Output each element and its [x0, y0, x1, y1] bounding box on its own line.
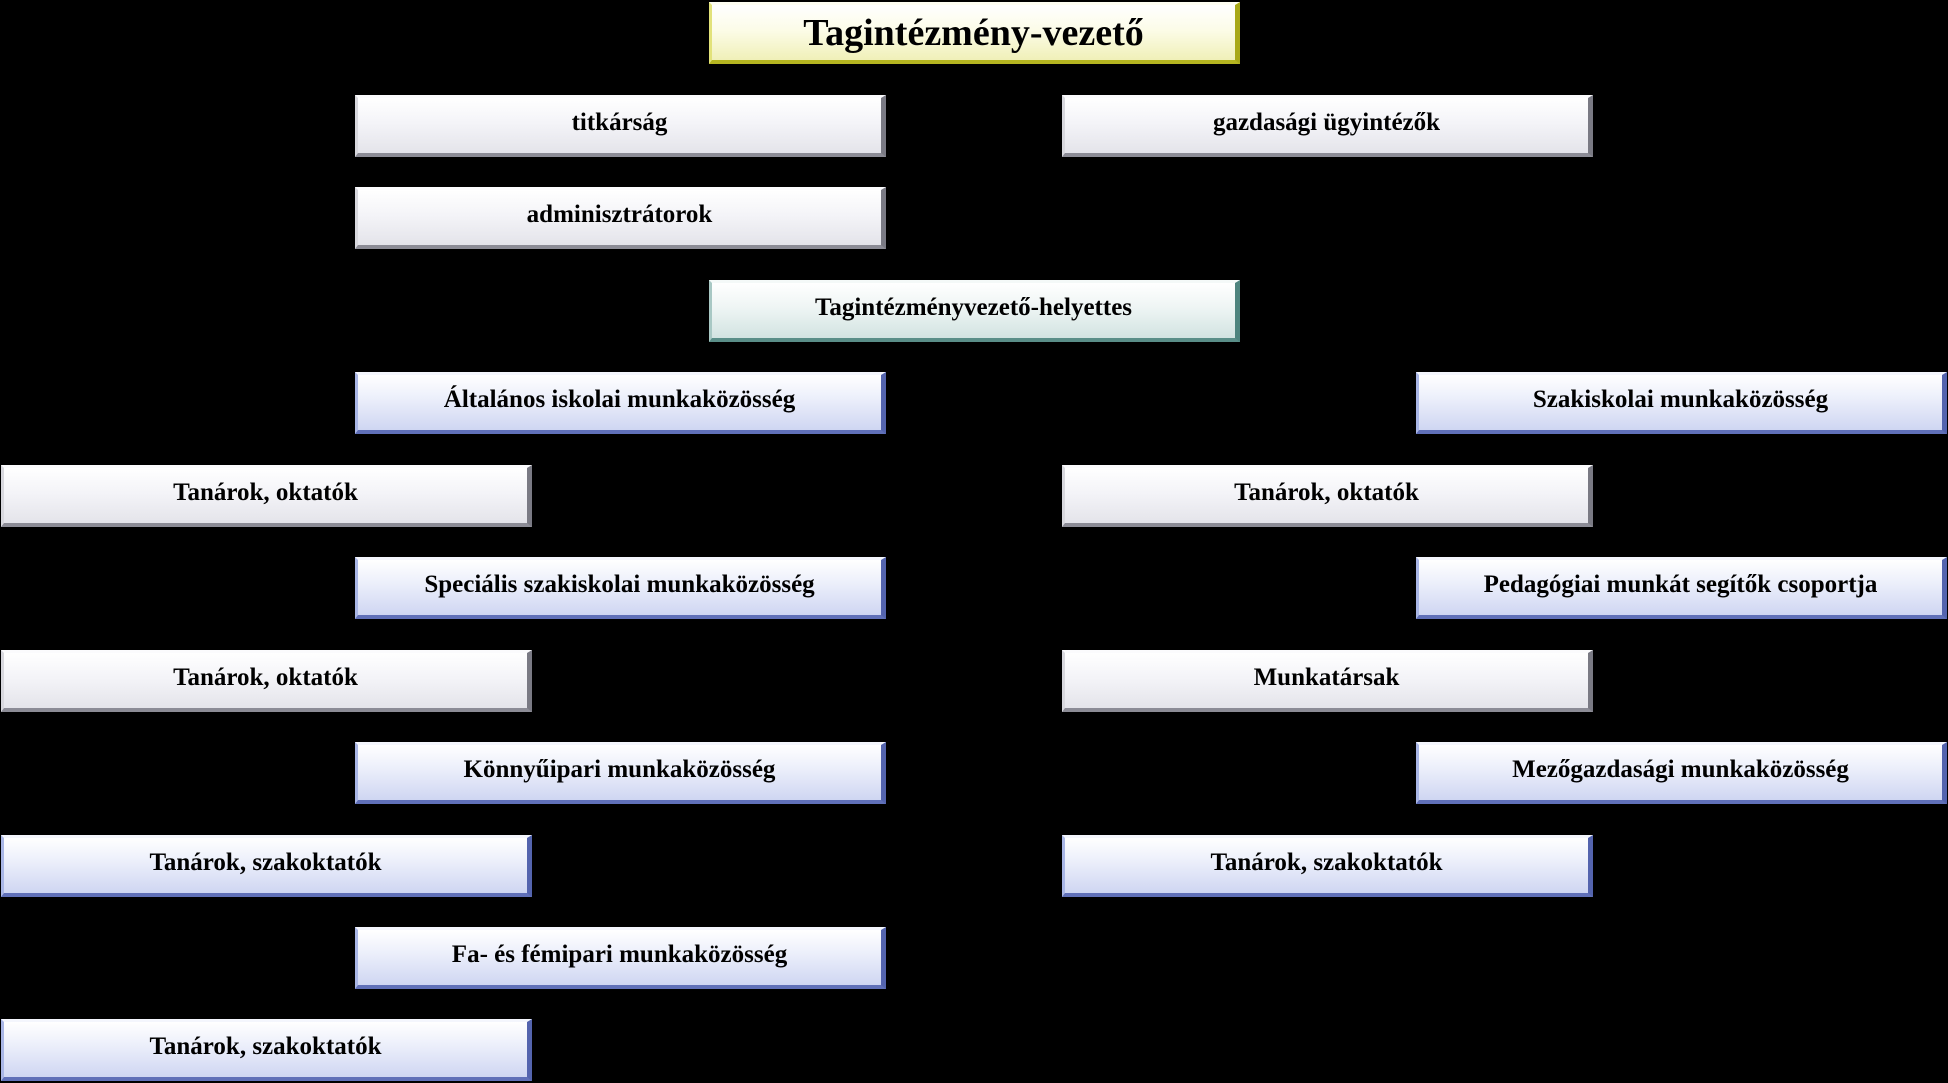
members-box-right-1: Tanárok, oktatók [1062, 465, 1593, 527]
group-box-left-1: Általános iskolai munkaközösség [355, 372, 886, 434]
members-label: Tanárok, oktatók [1234, 479, 1419, 506]
members-label: Tanárok, oktatók [173, 664, 358, 691]
group-label: Speciális szakiskolai munkaközösség [424, 571, 815, 598]
economic-staff-box: gazdasági ügyintézők [1062, 95, 1593, 157]
economic-staff-label: gazdasági ügyintézők [1212, 109, 1441, 136]
members-label: Tanárok, szakoktatók [149, 1033, 382, 1060]
secretariat-box: titkárság [355, 95, 886, 157]
group-label: Általános iskolai munkaközösség [443, 386, 796, 413]
group-box-right-1: Szakiskolai munkaközösség [1416, 372, 1947, 434]
group-box-right-3: Mezőgazdasági munkaközösség [1416, 742, 1947, 804]
deputy-label: Tagintézményvezető-helyettes [814, 294, 1133, 321]
members-box-right-3: Tanárok, szakoktatók [1062, 835, 1593, 897]
group-label: Pedagógiai munkát segítők csoportja [1483, 571, 1878, 598]
group-label: Szakiskolai munkaközösség [1532, 386, 1829, 413]
members-label: Tanárok, szakoktatók [1210, 849, 1443, 876]
members-box-left-2: Tanárok, oktatók [1, 650, 532, 712]
group-label: Mezőgazdasági munkaközösség [1512, 756, 1849, 783]
secretariat-label: titkárság [571, 109, 668, 136]
administrators-label: adminisztrátorok [526, 201, 713, 228]
members-box-left-1: Tanárok, oktatók [1, 465, 532, 527]
group-box-left-3: Könnyűipari munkaközösség [355, 742, 886, 804]
group-box-left-2: Speciális szakiskolai munkaközösség [355, 557, 886, 619]
members-label: Tanárok, oktatók [173, 479, 358, 506]
group-box-right-2: Pedagógiai munkát segítők csoportja [1416, 557, 1947, 619]
head-label: Tagintézmény-vezető [803, 12, 1144, 54]
deputy-box: Tagintézményvezető-helyettes [709, 280, 1240, 342]
members-box-left-4: Tanárok, szakoktatók [1, 1019, 532, 1081]
members-label: Tanárok, szakoktatók [149, 849, 382, 876]
group-label: Fa- és fémipari munkaközösség [451, 941, 788, 968]
group-label: Könnyűipari munkaközösség [463, 756, 776, 783]
group-box-left-4: Fa- és fémipari munkaközösség [355, 927, 886, 989]
members-label: Munkatársak [1253, 664, 1400, 691]
head-box: Tagintézmény-vezető [709, 2, 1240, 64]
administrators-box: adminisztrátorok [355, 187, 886, 249]
members-box-right-2: Munkatársak [1062, 650, 1593, 712]
members-box-left-3: Tanárok, szakoktatók [1, 835, 532, 897]
